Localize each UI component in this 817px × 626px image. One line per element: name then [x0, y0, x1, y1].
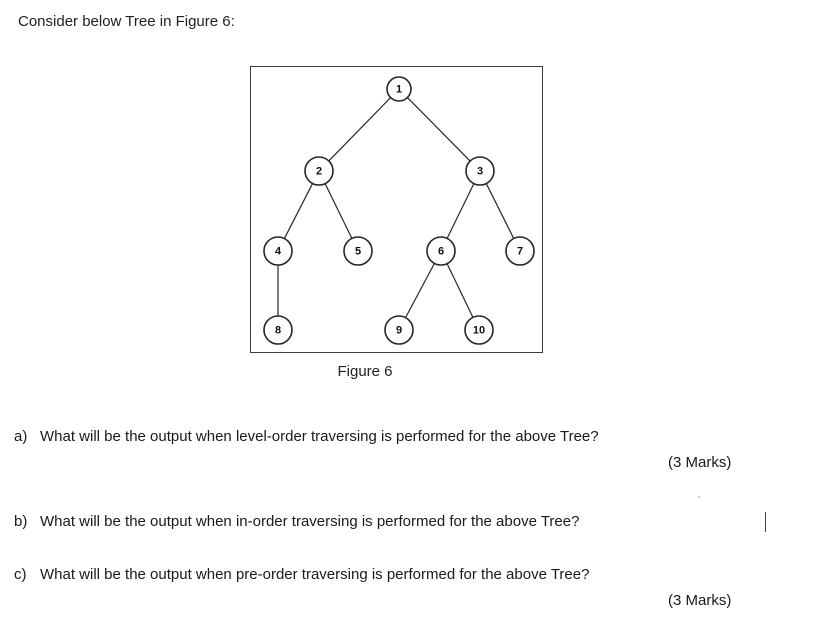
tree-node-circle-9 — [384, 315, 414, 345]
tree-edge-3-7 — [485, 183, 515, 239]
question-c-marks: (3 Marks) — [668, 592, 732, 609]
tree-node-label-3: 3 — [477, 166, 483, 178]
figure-frame: 1 2 3 4 5 6 7 8 9 10 — [250, 66, 543, 353]
tree-node-circle-8 — [263, 315, 293, 345]
question-a: a) What will be the output when level-ord… — [14, 427, 599, 447]
tree-edge-1-2 — [328, 97, 392, 162]
tree-node-9: 9 — [384, 315, 414, 345]
tree-node-label-7: 7 — [517, 246, 523, 258]
tree-node-circle-7 — [505, 236, 535, 266]
tree-edge-6-9 — [405, 263, 435, 318]
question-b-marker: b) — [14, 513, 28, 530]
question-b: b) What will be the output when in-order … — [14, 512, 579, 532]
tree-node-6: 6 — [426, 236, 456, 266]
tree-node-circle-2 — [304, 156, 334, 186]
question-a-text: What will be the output when level-order… — [40, 428, 599, 445]
tree-node-circle-3 — [465, 156, 495, 186]
tree-node-1: 1 — [386, 76, 412, 102]
question-c-marker: c) — [14, 566, 27, 583]
tree-edge-layer — [277, 97, 515, 318]
figure-caption: Figure 6 — [337, 363, 393, 380]
tree-node-circle-10 — [464, 315, 494, 345]
tree-node-circle-1 — [386, 76, 412, 102]
tree-node-4: 4 — [263, 236, 293, 266]
question-c: c) What will be the output when pre-order… — [14, 565, 589, 585]
tree-node-layer: 1 2 3 4 5 6 7 8 9 10 — [263, 76, 535, 345]
question-c-text: What will be the output when pre-order t… — [40, 566, 590, 583]
tree-node-3: 3 — [465, 156, 495, 186]
tree-node-10: 10 — [464, 315, 494, 345]
figure-block: 1 2 3 4 5 6 7 8 9 10 Figure 6 — [250, 66, 545, 380]
text-caret — [765, 512, 766, 532]
tree-node-label-4: 4 — [275, 246, 282, 258]
intro-text: Consider below Tree in Figure 6: — [18, 13, 235, 30]
tree-node-label-1: 1 — [396, 84, 402, 96]
tree-edge-2-4 — [283, 183, 314, 239]
tree-diagram: 1 2 3 4 5 6 7 8 9 10 — [263, 76, 535, 345]
tree-node-label-9: 9 — [396, 325, 402, 337]
tree-node-circle-4 — [263, 236, 293, 266]
tree-node-label-2: 2 — [316, 166, 322, 178]
question-b-text: What will be the output when in-order tr… — [40, 513, 580, 530]
tree-node-label-5: 5 — [355, 246, 361, 258]
tree-node-label-10: 10 — [473, 325, 485, 337]
tree-node-7: 7 — [505, 236, 535, 266]
tree-node-5: 5 — [343, 236, 373, 266]
tree-node-label-6: 6 — [438, 246, 444, 258]
tree-node-circle-5 — [343, 236, 373, 266]
question-a-marks: (3 Marks) — [668, 454, 732, 471]
tree-edge-1-3 — [407, 97, 471, 162]
tree-node-8: 8 — [263, 315, 293, 345]
tree-node-2: 2 — [304, 156, 334, 186]
scan-speck — [698, 496, 700, 498]
tree-node-circle-6 — [426, 236, 456, 266]
tree-node-label-8: 8 — [275, 325, 281, 337]
tree-edge-3-6 — [446, 183, 475, 239]
tree-edge-2-5 — [324, 183, 353, 239]
tree-edge-6-10 — [446, 263, 474, 318]
question-a-marker: a) — [14, 428, 28, 445]
